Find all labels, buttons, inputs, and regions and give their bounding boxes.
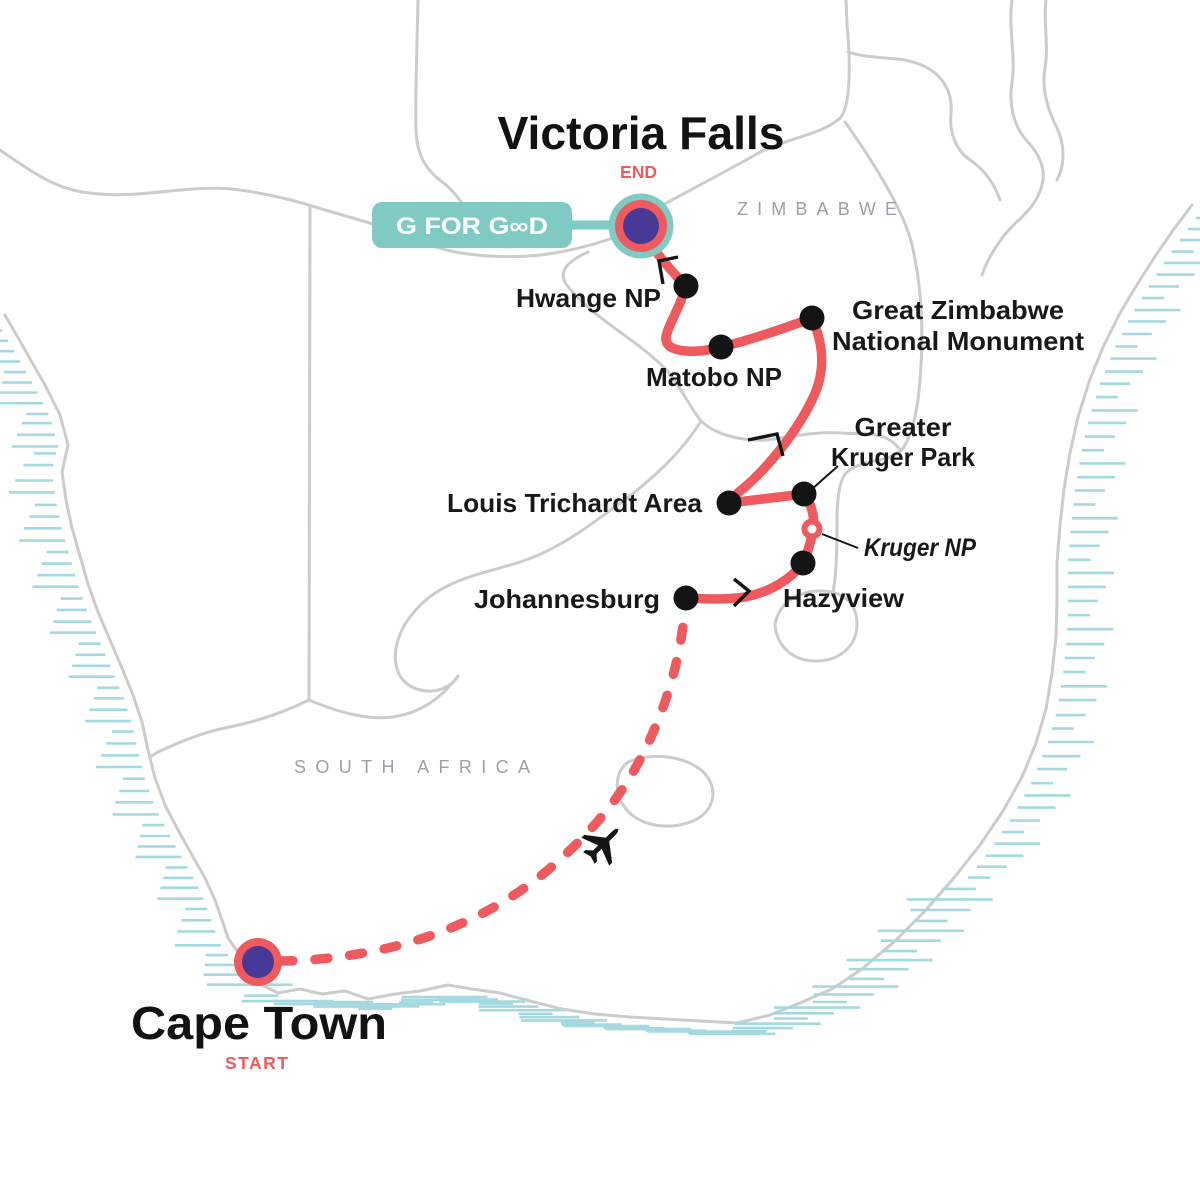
border-orange-river (148, 698, 311, 759)
kruger-np-ring-marker (801, 518, 823, 540)
stop-label-hwange: Hwange NP (516, 283, 661, 313)
route-hwange-matobo (661, 281, 726, 356)
route-louistrichardt-kruger (724, 489, 809, 508)
victoria-falls-end-marker (608, 193, 674, 259)
stop-label-johannesburg: Johannesburg (474, 584, 660, 614)
border-malawi-west (980, 0, 1045, 277)
start-city-title: Cape Town (131, 997, 387, 1049)
border-topleft-vertical (414, 0, 463, 204)
stop-dot-hwange (673, 273, 699, 299)
country-label-zimbabwe: ZIMBABWE (737, 199, 897, 219)
start-tag: START (225, 1053, 291, 1073)
stop-dot-johannesburg (673, 585, 699, 611)
stop-dot-hazyview (790, 550, 816, 576)
end-city-title: Victoria Falls (498, 107, 785, 159)
border-botswana-southafrica (393, 419, 703, 693)
stop-label-greater-kruger-line2: Kruger Park (831, 442, 976, 472)
airplane-icon (581, 828, 619, 866)
border-zambezi (648, 0, 851, 214)
g-for-good-badge-label: G FOR G∞D (396, 213, 548, 240)
stop-label-matobo: Matobo NP (646, 362, 782, 392)
stop-dots (673, 273, 825, 611)
direction-chevron-north-icon (747, 432, 785, 457)
border-malawi-east (1042, 0, 1065, 182)
stop-label-great-zimbabwe-line1: Great Zimbabwe (852, 295, 1064, 325)
start-marker-core (242, 946, 274, 978)
direction-chevron-east-icon (732, 577, 752, 608)
border-namibia-botswana (307, 204, 312, 702)
border-molopo (307, 674, 460, 720)
callout-greater-kruger (811, 465, 839, 490)
border-north (0, 148, 636, 259)
cape-town-start-marker (234, 938, 282, 986)
route-flight-capetown-johannesburg (275, 593, 691, 966)
stop-label-great-zimbabwe-line2: National Monument (832, 326, 1084, 356)
route-direction-arrows (657, 255, 785, 608)
park-label-kruger-np: Kruger NP (864, 534, 976, 562)
route-matobo-greatzimbabwe (716, 313, 817, 352)
border-zambia-malawi (846, 50, 1002, 202)
g-for-good-badge (372, 202, 572, 248)
border-west-coastline (3, 313, 280, 995)
stop-dot-matobo (708, 334, 734, 360)
border-eswatini (773, 589, 859, 663)
border-zimbabwe-mozambique (831, 120, 924, 594)
end-marker-core (623, 208, 659, 244)
callout-kruger-np (821, 533, 859, 549)
stop-dot-louis-trichardt (716, 490, 742, 516)
stop-label-hazyview: Hazyview (783, 583, 905, 613)
coast-hatching (0, 216, 1200, 1036)
end-tag: END (620, 162, 660, 182)
label-callouts (811, 465, 859, 549)
stop-label-louis-trichardt: Louis Trichardt Area (447, 488, 703, 518)
border-south-east-coastline (276, 203, 1194, 1025)
route-greatzimbabwe-louistrichardt (724, 313, 827, 508)
direction-chevron-to-victoria-falls-icon (657, 255, 679, 285)
stop-label-greater-kruger-line1: Greater (855, 412, 952, 442)
country-label-south-africa: SOUTH AFRICA (294, 757, 530, 777)
country-borders (0, 0, 1194, 1025)
stop-dot-greater-kruger (791, 481, 817, 507)
stop-dot-great-zimbabwe (799, 305, 825, 331)
